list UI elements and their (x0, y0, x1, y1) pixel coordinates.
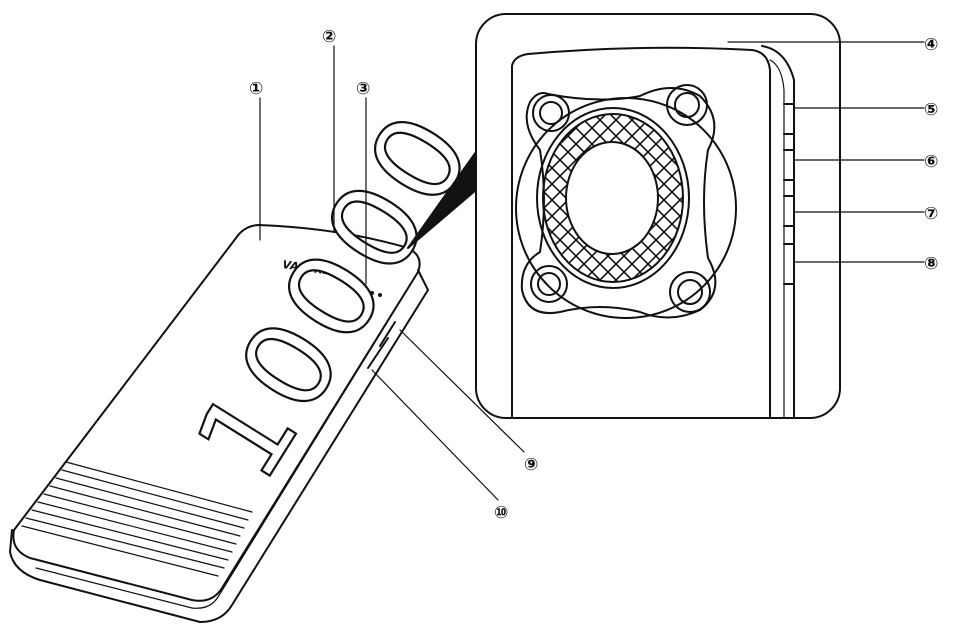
leader-9 (399, 329, 525, 453)
inset-frame (475, 13, 841, 419)
callout-4: ④ (924, 35, 938, 55)
body-top-face (12, 224, 421, 602)
inset-side-buttons (783, 103, 795, 285)
leader-10 (371, 369, 499, 501)
callout-6: ⑥ (924, 152, 938, 172)
grille-hatching (530, 100, 700, 300)
led-indicator-dots (354, 287, 382, 297)
callout-1: ① (249, 79, 263, 99)
callout-labels: ① ② ③ ④ ⑤ ⑥ ⑦ ⑧ ⑨ ⑩ (249, 27, 938, 523)
inset-device-face (511, 46, 771, 419)
zoom-wedge-fill (408, 152, 476, 248)
inset-device-side (761, 45, 795, 419)
callout-9: ⑨ (524, 455, 538, 475)
grille-outer (542, 113, 684, 283)
callout-10: ⑩ (494, 503, 508, 523)
grip-ribs (21, 461, 253, 577)
callout-2: ② (322, 27, 336, 47)
leader-lines (259, 41, 925, 501)
power-bank-body: VALORE 10000 (9, 85, 502, 623)
callout-8: ⑧ (924, 254, 938, 274)
side-button-slot (367, 337, 389, 369)
body-side-line (35, 281, 413, 609)
body-side-edge (9, 269, 429, 623)
callout-3: ③ (356, 79, 370, 99)
side-port-slot (379, 321, 396, 347)
callout-7: ⑦ (924, 204, 938, 224)
callout-5: ⑤ (924, 100, 938, 120)
zoom-inset (407, 13, 841, 419)
inset-device-side-inner (769, 59, 785, 419)
vent-assembly (515, 84, 737, 319)
fan-hub (565, 141, 659, 255)
